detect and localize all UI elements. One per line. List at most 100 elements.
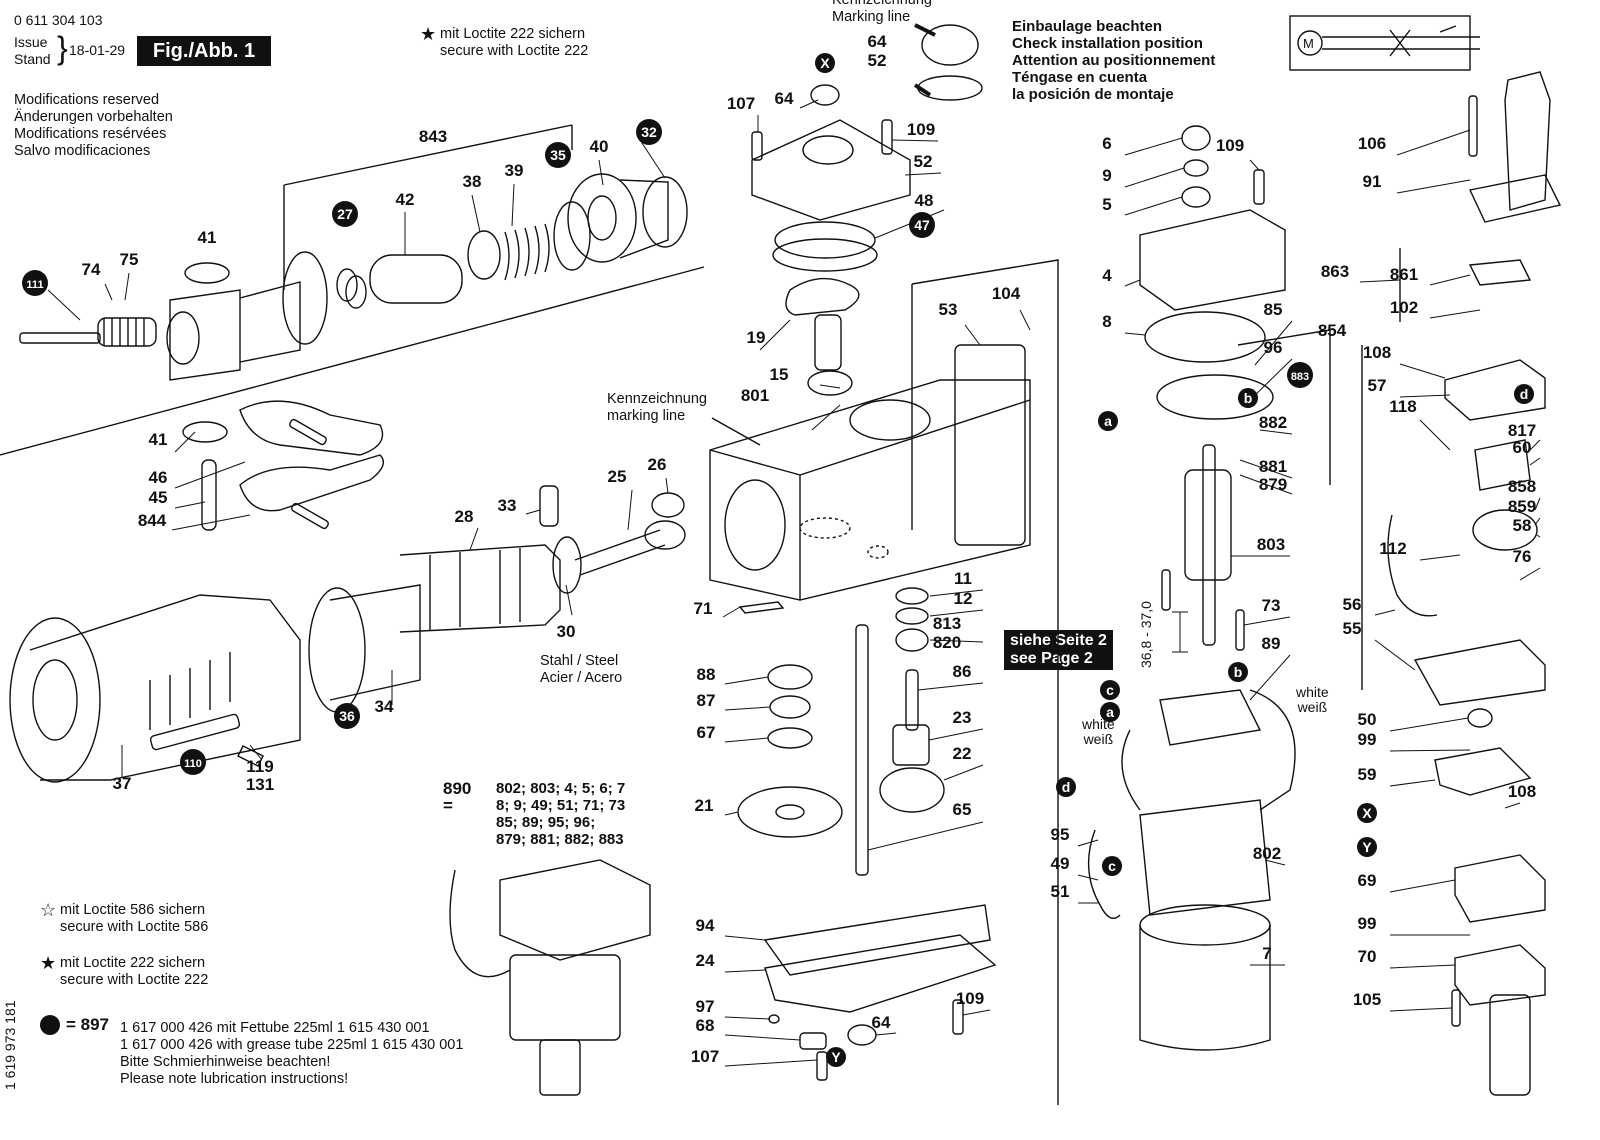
switch-schematic: M [1289,15,1480,71]
callout-a: a [1100,702,1120,722]
callout-text: b [1244,390,1253,406]
flange [282,251,328,345]
marking-arrow-mid-icon [711,417,761,446]
callout-text: 32 [641,124,657,140]
motor-symbol-letter: M [1303,36,1314,51]
installation-line: Téngase en cuenta [1012,69,1148,86]
callout-circle [180,749,206,775]
spring-75 [97,317,157,347]
hollow-star-icon: ☆ [40,900,57,920]
part-label-73: 73 [1262,596,1281,615]
part-label-858: 858 [1508,477,1536,496]
part-label-109: 109 [907,120,935,139]
grease-line: 1 617 000 426 mit Fettube 225ml 1 615 43… [120,1020,430,1036]
housing-37-end [9,617,101,783]
stator-802 [1139,799,1271,916]
piston-grooves [429,548,521,630]
part-label-48: 48 [915,191,934,210]
callout-35: 35 [545,142,571,168]
part-label-51: 51 [1051,882,1070,901]
callout-circle [545,142,571,168]
part-label-15: 15 [770,365,789,384]
bearing-11 [895,587,929,605]
crank-shaft [814,314,842,371]
stand-label: Stand [14,51,51,67]
wire-line: white [1296,684,1329,700]
bolt-111 [19,332,101,344]
housing-53-front [709,399,1031,600]
part-label-57: 57 [1368,376,1387,395]
part-label-817: 817 [1508,421,1536,440]
bearing-15 [807,370,853,396]
part-label-40: 40 [590,137,609,156]
callout-circle [1357,803,1377,823]
gear-21 [737,786,843,838]
callout-text: a [1104,413,1112,429]
screw-106 [1468,95,1478,157]
callout-circle [1100,680,1120,700]
part-label-68: 68 [696,1016,715,1035]
mod-line: Salvo modificaciones [14,143,151,159]
part-38 [467,230,501,280]
gear-22 [879,767,945,813]
part-40 [567,173,637,263]
marking-arrow-icon [913,23,936,97]
part-label-41: 41 [198,228,217,247]
part-label-99: 99 [1358,730,1377,749]
installation-line: Attention au positionnement [1012,52,1216,69]
callout-text: d [1520,386,1529,402]
part-5 [1181,186,1211,208]
part-label-87: 87 [697,691,716,710]
housing-53-top [709,379,1031,601]
part-label-34: 34 [375,697,394,716]
motor-parts [1087,125,1296,1051]
marking-line: marking line [607,408,686,424]
grease-dot-icon [40,1015,60,1035]
part-label-109: 109 [1216,136,1244,155]
callout-32: 32 [636,119,662,145]
part-label-107: 107 [727,94,755,113]
part-label-21: 21 [695,796,714,815]
bearing-87 [769,695,811,719]
shaft-65 [855,624,869,876]
part-label-801: 801 [741,386,769,405]
bearing-88 [767,664,813,690]
part-label-64: 64 [872,1013,891,1032]
part-label-108: 108 [1508,782,1536,801]
part-label-64: 64 [868,32,887,51]
part-label-56: 56 [1343,595,1362,614]
callout-text: d [1062,779,1071,795]
leader-lines [47,99,1541,1067]
washer-97 [768,1014,780,1024]
cover-57 [1444,359,1546,421]
part-label-854: 854 [1318,321,1347,340]
grease-notes: 1 617 000 426 mit Fettube 225ml 1 615 43… [120,1020,463,1088]
handle-106 [1504,71,1551,211]
cover-52-boss [802,135,854,165]
grease-line: 1 617 000 426 with grease tube 225ml 1 6… [120,1037,464,1053]
star-icon: ★ [420,24,437,44]
part-label-58: 58 [1513,516,1532,535]
part-label-46: 46 [149,468,168,487]
part-label-104: 104 [992,284,1021,303]
callout-110: 110 [180,749,206,775]
part-label-37: 37 [113,774,132,793]
callout-circle [636,119,662,145]
part-label-843: 843 [419,127,447,146]
pin-46 [289,418,327,446]
part-label-861: 861 [1390,265,1418,284]
callout-text: 111 [26,279,43,291]
ring-32 [642,176,688,248]
seal-48 [774,221,876,259]
conrod-25 [574,529,666,576]
part-label-863: 863 [1321,262,1349,281]
marking-line: Marking line [832,9,911,25]
bush-64 [810,84,840,106]
marking-line: Kennzeichnung [607,391,707,407]
part-label-30: 30 [557,622,576,641]
callout-b: b [1228,662,1248,682]
issue-date: 18-01-29 [69,42,126,58]
part-52-detail [917,75,983,101]
wire-line: weiß [1083,731,1114,747]
part-6 [1181,125,1211,151]
